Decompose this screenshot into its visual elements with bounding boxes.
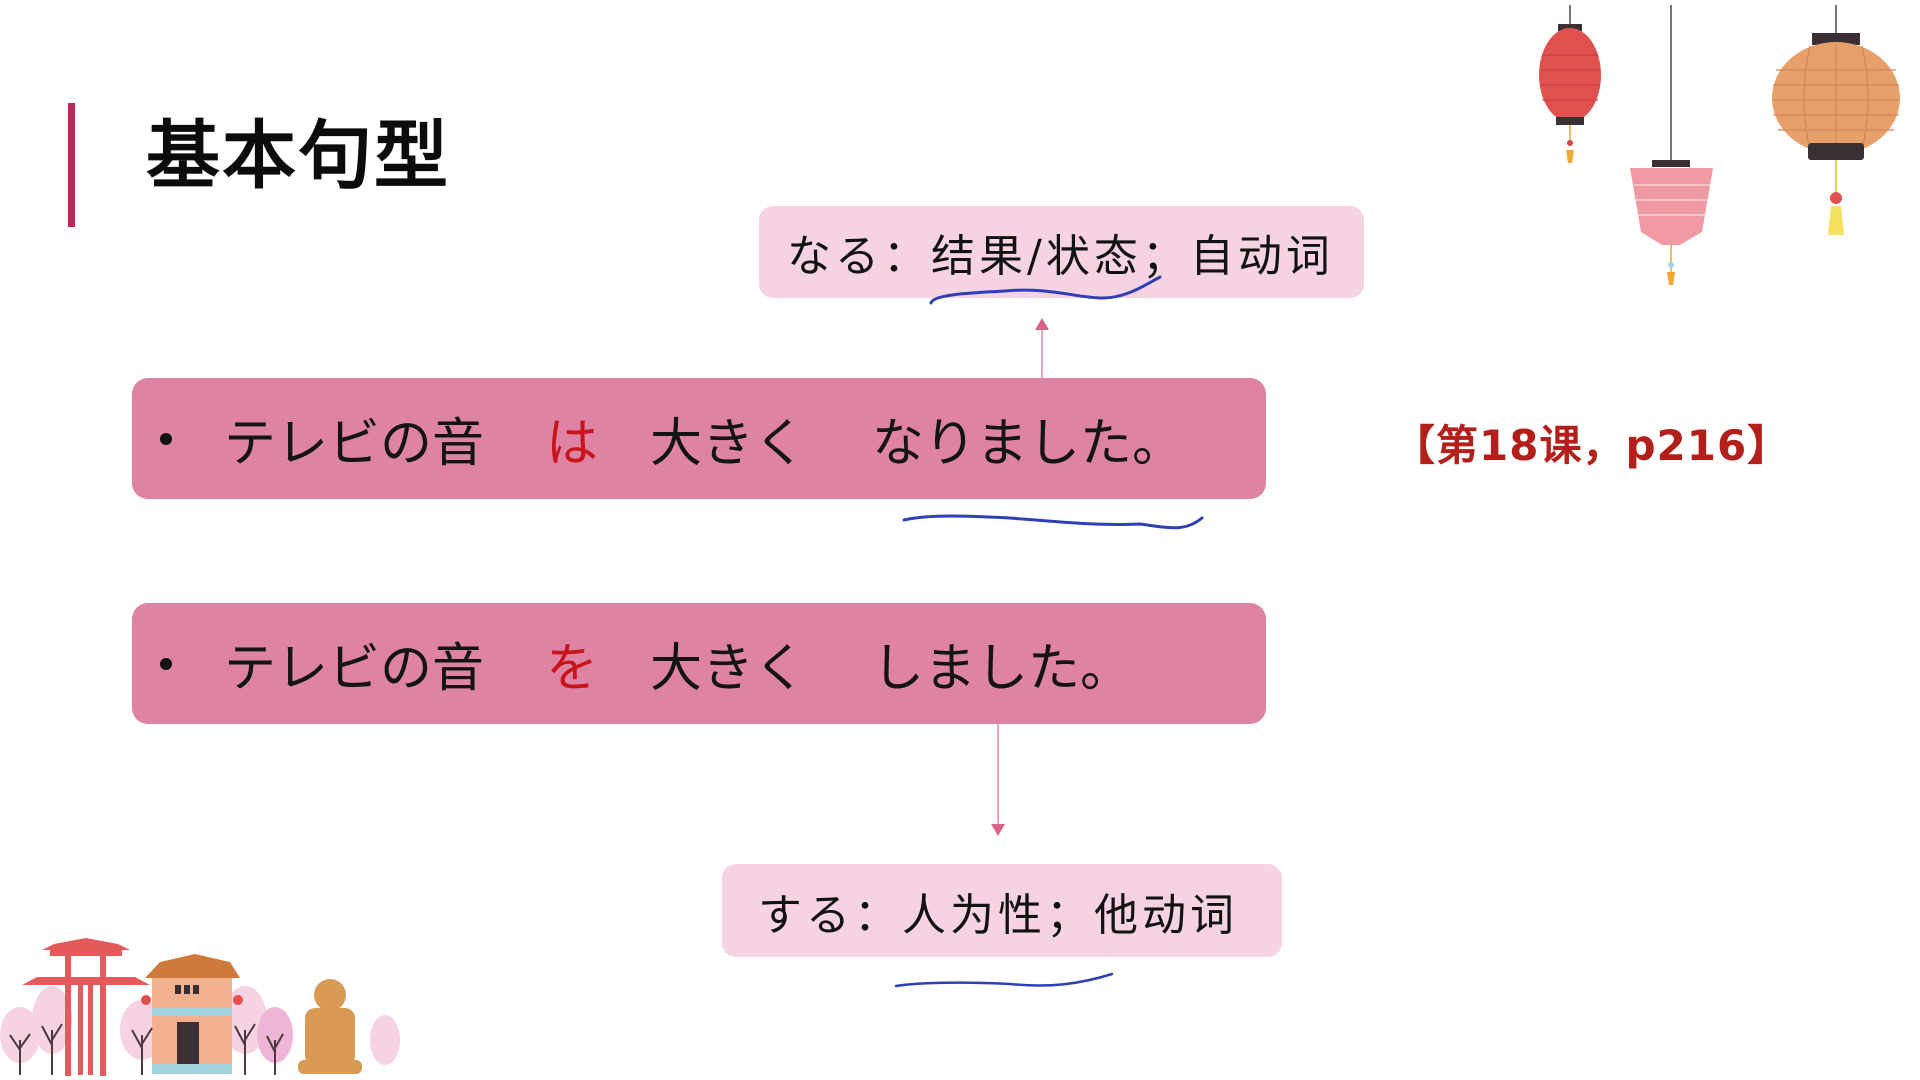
sentence-verb-shimashita: しました。 [872, 639, 1133, 699]
sentence-subject: テレビの音 [224, 639, 485, 699]
bullet-icon [160, 432, 172, 445]
arrow-up-to-naru [1035, 318, 1049, 378]
orange-lantern-icon [1772, 5, 1900, 235]
sentence-adverb: 大きく [650, 639, 807, 699]
lesson-reference: 【第18课，p216】 [1393, 421, 1791, 470]
bullet-icon [160, 657, 172, 670]
title-accent-bar [68, 103, 75, 227]
sentence-subject: テレビの音 [224, 414, 485, 474]
note-naru-box: なる：结果/状态；自动词 [759, 206, 1364, 298]
tree-branches-icon [9, 1023, 284, 1075]
sentence-particle-wo: を [546, 639, 599, 699]
red-pagoda-icon [22, 938, 150, 1076]
sentence-particle-wa: は [546, 414, 599, 474]
temple-scenery-decoration [0, 938, 400, 1076]
sentence-box-naru: テレビの音 は 大きく なりました。 [132, 378, 1266, 499]
sentence-box-suru: テレビの音 を 大きく しました。 [132, 603, 1266, 724]
ink-underline-result-state [929, 275, 1162, 305]
note-naru-text: なる：结果/状态；自动词 [787, 231, 1334, 282]
ink-underline-human-agency [894, 972, 1114, 988]
note-suru-box: する：人为性；他动词 [722, 864, 1282, 957]
ink-underline-narimashita [902, 514, 1204, 530]
arrow-down-to-suru [991, 724, 1005, 836]
sentence-adverb: 大きく [650, 414, 807, 474]
pink-lantern-icon [1630, 5, 1713, 285]
page-title: 基本句型 [146, 113, 450, 199]
temple-building-icon [141, 954, 243, 1074]
sentence-verb-narimashita: なりました。 [872, 414, 1185, 474]
red-lantern-icon [1539, 5, 1601, 163]
note-suru-text: する：人为性；他动词 [758, 889, 1238, 941]
buddha-statue-icon [298, 979, 362, 1074]
paper-lanterns-decoration [1539, 5, 1900, 285]
